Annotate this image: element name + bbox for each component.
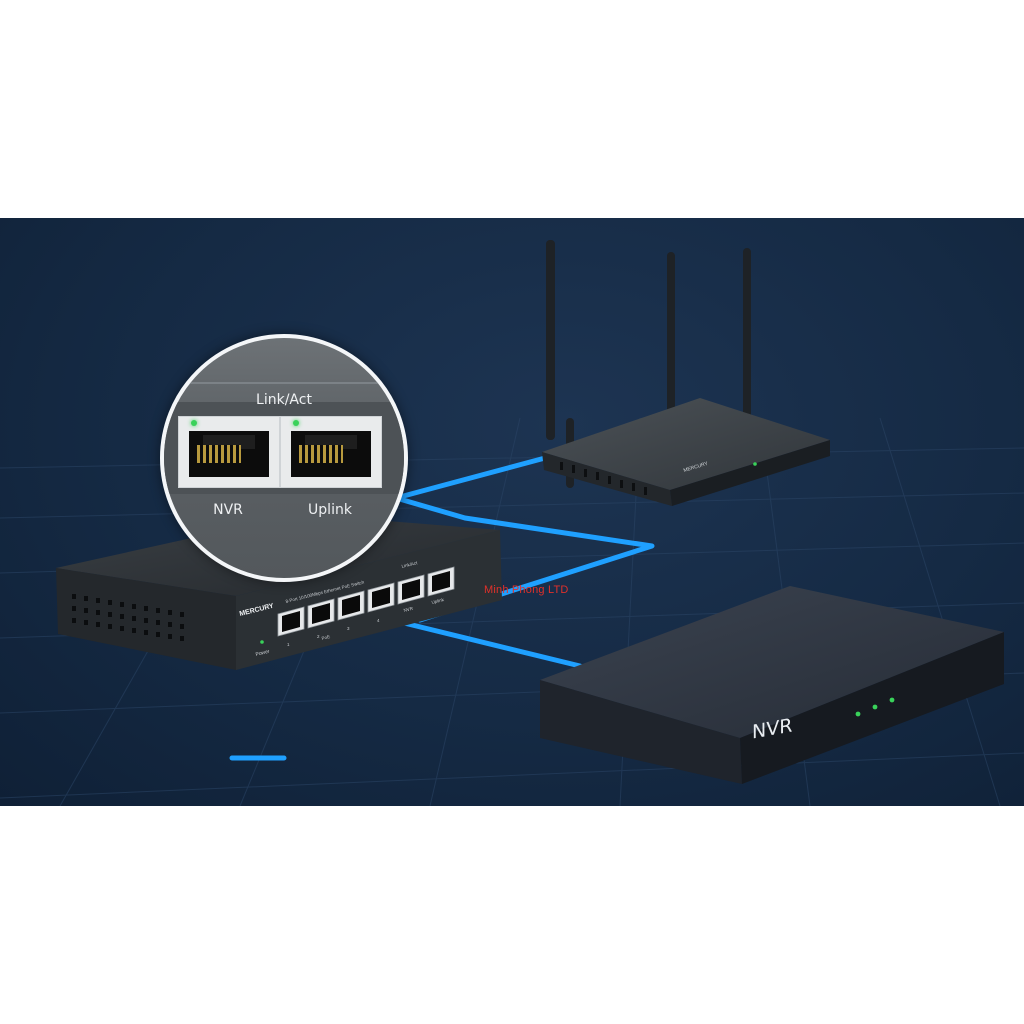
scene-drawing: MERCURY (0, 240, 1024, 806)
zoom-link-act-label: Link/Act (256, 392, 312, 408)
rj45-pins (299, 445, 343, 463)
cable-to-nvr (397, 619, 583, 669)
watermark: Minh Phong LTD (484, 584, 569, 596)
product-scene: MERCURY (0, 218, 1024, 806)
port-number: 4 (377, 618, 380, 623)
cable-to-router (393, 455, 548, 501)
nvr-led (855, 711, 861, 717)
router: MERCURY (542, 240, 830, 506)
power-led (260, 640, 264, 644)
port-number: 1 (287, 642, 290, 647)
router-antenna (546, 240, 555, 440)
router-antenna (743, 248, 751, 418)
network-cables (229, 455, 655, 761)
nvr-top (540, 586, 1004, 738)
nvr-port-label: NVR (403, 606, 414, 613)
router-led (753, 462, 757, 466)
zoom-case-edge (164, 382, 404, 384)
nvr-device (540, 586, 1004, 784)
port-zoom-callout: Link/Act NVR Uplink (160, 334, 408, 582)
switch-ports (277, 566, 455, 637)
zoom-nvr-label: NVR (213, 502, 243, 518)
router-antenna (667, 252, 675, 432)
port-number: 3 (347, 626, 350, 631)
zoom-uplink-label: Uplink (308, 502, 352, 518)
link-act-label: Link/Act (401, 560, 418, 569)
link-led (191, 420, 197, 426)
router-top (542, 398, 830, 490)
zoom-port-nvr (178, 416, 280, 488)
cable-loop (393, 495, 655, 623)
zoom-port-uplink (280, 416, 382, 488)
nvr-led (889, 697, 895, 703)
router-side (670, 440, 830, 506)
link-led (293, 420, 299, 426)
rj45-pins (197, 445, 241, 463)
nvr-front-left (540, 680, 742, 784)
port-number: 2 (317, 634, 320, 639)
uplink-port-label: Uplink (431, 597, 445, 605)
poe-label: PoE (321, 634, 330, 641)
nvr-led (872, 704, 878, 710)
power-label: Power (255, 649, 271, 658)
nvr-front (740, 632, 1004, 784)
switch-vents (72, 594, 184, 641)
